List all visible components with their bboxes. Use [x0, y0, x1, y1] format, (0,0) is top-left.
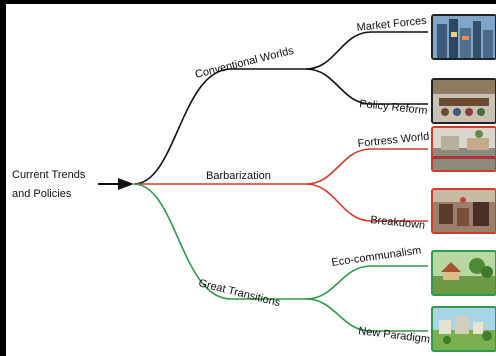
policy-reform-thumbnail [431, 78, 496, 124]
eco-communalism-branch [305, 265, 428, 300]
breakdown-branch [305, 183, 428, 222]
fortress-world-label: Fortress World [357, 131, 430, 150]
conventional-worlds-branch [133, 68, 306, 185]
ruined-market-image [433, 190, 495, 232]
village-garden-image [433, 252, 495, 294]
meeting-hall-image [433, 80, 495, 122]
fortress-world-thumbnail [431, 126, 496, 172]
conventional-worlds-label: Conventional Worlds [194, 45, 296, 81]
barbarization-label: Barbarization [206, 170, 271, 182]
new-paradigm-branch [305, 298, 428, 332]
root-label-line1: Current Trends [12, 169, 86, 181]
new-paradigm-thumbnail [431, 306, 496, 352]
breakdown-label: Breakdown [370, 214, 426, 232]
breakdown-thumbnail [431, 188, 496, 234]
policy-reform-label: Policy Reform [359, 98, 428, 117]
scenario-tree-diagram: Current Trends and Policies Conventional… [6, 4, 496, 356]
eco-communalism-thumbnail [431, 250, 496, 296]
city-skyline-image [433, 16, 495, 58]
great-transitions-label: Great Transitions [197, 277, 282, 309]
policy-reform-branch [305, 68, 428, 105]
green-community-image [433, 308, 495, 350]
fortress-world-branch [305, 148, 428, 185]
root-label-line2: and Policies [12, 188, 72, 200]
root-arrow [118, 178, 134, 190]
great-transitions-branch [133, 183, 306, 300]
tree-connectors: Current Trends and Policies Conventional… [12, 15, 431, 346]
market-forces-label: Market Forces [356, 15, 428, 34]
market-forces-branch [305, 31, 428, 70]
new-paradigm-label: New Paradigm [358, 325, 431, 346]
fortified-compound-image [433, 128, 495, 170]
market-forces-thumbnail [431, 14, 496, 60]
